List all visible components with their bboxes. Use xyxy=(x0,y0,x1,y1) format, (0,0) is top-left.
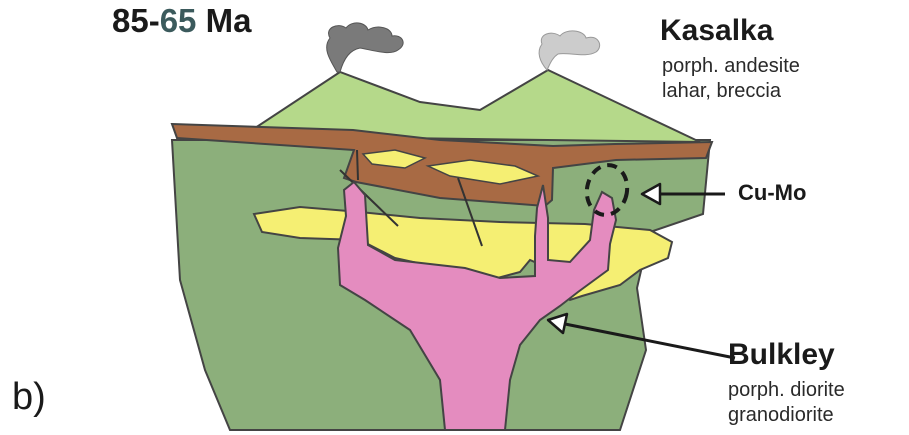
bulkley-line-1: porph. diorite xyxy=(728,378,845,403)
bulkley-title: Bulkley xyxy=(728,338,835,372)
age-start: 85- xyxy=(112,2,160,39)
age-unit: Ma xyxy=(196,2,251,39)
age-end: 65 xyxy=(160,2,197,39)
cu-mo-label: Cu-Mo xyxy=(738,180,806,206)
kasalka-title: Kasalka xyxy=(660,14,773,48)
bulkley-line-2: granodiorite xyxy=(728,403,834,428)
fault-line-3 xyxy=(357,150,358,180)
panel-label: b) xyxy=(12,376,46,419)
smoke-plume-light xyxy=(539,31,600,70)
kasalka-line-1: porph. andesite xyxy=(662,54,800,79)
kasalka-line-2: lahar, breccia xyxy=(662,79,781,104)
smoke-plume-dark xyxy=(327,23,403,72)
age-label: 85-65 Ma xyxy=(112,2,251,40)
